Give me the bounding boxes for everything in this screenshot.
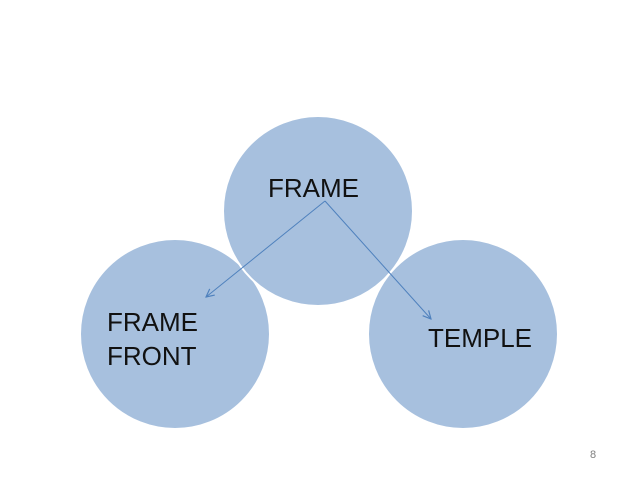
page-number: 8 — [590, 449, 597, 461]
frame-front-label: FRAME FRONT — [107, 307, 198, 371]
frame-circle — [222, 115, 414, 307]
temple-label: TEMPLE — [428, 323, 533, 353]
frame-label: FRAME — [268, 173, 359, 203]
